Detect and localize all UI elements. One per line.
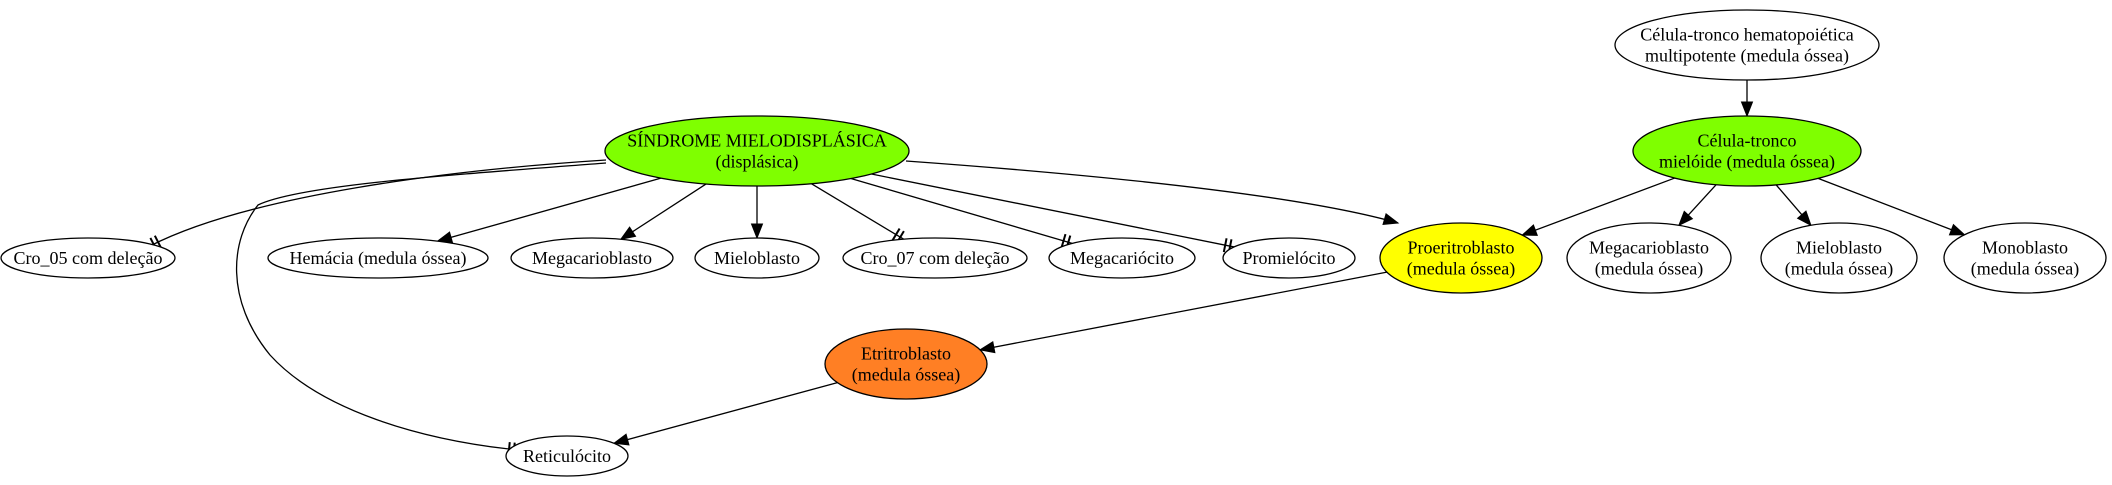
edge-proeritroblasto-to-eritroblasto-line xyxy=(979,271,1388,351)
edge-multipotente-to-mieloide xyxy=(1740,80,1754,118)
node-reticulocito-ellipse xyxy=(505,435,629,477)
node-hemacia-ellipse xyxy=(267,237,489,279)
node-eritroblasto-label-2: (medula óssea) xyxy=(852,365,960,386)
node-cro07-ellipse xyxy=(842,237,1028,279)
node-mieloblasto2-label-1: Mieloblasto xyxy=(1796,238,1882,258)
edge-sindrome-to-cro07-line xyxy=(811,183,905,240)
edge-sindrome-to-megacarioblasto1-line xyxy=(620,183,707,240)
edge-mieloide-to-megacarioblasto2-arrowhead xyxy=(1677,210,1694,227)
edge-eritroblasto-to-reticulocito-arrowhead xyxy=(612,433,630,446)
node-sindrome-label-2: (displásica) xyxy=(716,152,799,173)
edge-mieloide-to-proeritroblasto-arrowhead xyxy=(1520,224,1539,236)
node-cro05-ellipse xyxy=(0,237,176,279)
edge-sindrome-to-cro07 xyxy=(811,183,905,244)
node-proeritroblasto-label-1: Proeritroblasto xyxy=(1408,238,1515,258)
edge-sindrome-to-reticulocito xyxy=(235,162,607,457)
node-megacarioblasto2-label-1: Megacarioblasto xyxy=(1589,238,1709,258)
edge-proeritroblasto-to-eritroblasto-arrowhead xyxy=(978,341,996,354)
edge-eritroblasto-to-reticulocito-line xyxy=(613,381,838,444)
edge-sindrome-to-megacarioblasto1 xyxy=(619,183,707,241)
edge-mieloide-to-mieloblasto2-arrowhead xyxy=(1796,210,1812,227)
node-mieloblasto1: Mieloblasto xyxy=(694,237,820,279)
edge-sindrome-to-proeritroblasto-arrowhead xyxy=(1382,213,1400,226)
edge-sindrome-to-hemacia-line xyxy=(437,177,662,242)
node-eritroblasto-ellipse xyxy=(824,328,988,400)
node-mieloide-label-1: Célula-tronco xyxy=(1698,131,1797,151)
node-multipotente-ellipse xyxy=(1614,9,1880,81)
node-multipotente-label-2: multipotente (medula óssea) xyxy=(1645,46,1849,67)
edge-sindrome-to-megacariocito-line xyxy=(850,177,1073,245)
edge-mieloide-to-mieloblasto2 xyxy=(1775,184,1812,227)
node-mieloblasto2: Mieloblasto(medula óssea) xyxy=(1760,222,1918,294)
node-megacariocito: Megacariócito xyxy=(1048,237,1196,279)
node-sindrome-label-1: SÍNDROME MIELODISPLÁSICA xyxy=(627,130,887,151)
edge-sindrome-to-proeritroblasto-line xyxy=(905,160,1399,224)
node-reticulocito: Reticulócito xyxy=(505,435,629,477)
edge-sindrome-to-megacariocito-tee-bar-2 xyxy=(1060,233,1067,248)
edge-sindrome-to-hemacia xyxy=(436,177,662,244)
node-megacariocito-label-1: Megacariócito xyxy=(1070,248,1174,268)
node-megacarioblasto2: Megacarioblasto(medula óssea) xyxy=(1566,222,1732,294)
edge-sindrome-to-cro07-tee-bar-2 xyxy=(891,228,901,242)
node-promielocito-ellipse xyxy=(1222,237,1356,279)
node-megacarioblasto2-ellipse xyxy=(1566,222,1732,294)
edge-sindrome-to-mieloblasto1-arrowhead xyxy=(750,223,764,240)
edge-sindrome-to-cro05 xyxy=(149,159,607,251)
edge-sindrome-to-cro05-line xyxy=(149,159,607,247)
node-mieloide-label-2: mielóide (medula óssea) xyxy=(1659,152,1835,173)
edge-sindrome-to-mieloblasto1 xyxy=(750,186,764,240)
node-monoblasto-label-1: Monoblasto xyxy=(1982,238,2068,258)
edge-proeritroblasto-to-eritroblasto xyxy=(978,271,1388,354)
node-megacarioblasto2-label-2: (medula óssea) xyxy=(1595,259,1703,280)
edge-sindrome-to-promielocito-tee-bar-2 xyxy=(1222,238,1228,253)
node-cro07-label-1: Cro_07 com deleção xyxy=(861,248,1010,268)
edge-sindrome-to-megacarioblasto1-arrowhead xyxy=(619,226,637,241)
node-megacarioblasto1: Megacarioblasto xyxy=(510,237,674,279)
nodes-layer: Célula-tronco hematopoiéticamultipotente… xyxy=(0,9,2107,477)
node-proeritroblasto-ellipse xyxy=(1379,222,1543,294)
edge-mieloide-to-megacarioblasto2 xyxy=(1677,184,1717,227)
node-hemacia: Hemácia (medula óssea) xyxy=(267,237,489,279)
edge-mieloide-to-monoblasto-arrowhead xyxy=(1948,223,1966,236)
edge-sindrome-to-cro05-tee-bar-2 xyxy=(153,235,163,249)
node-mieloblasto2-ellipse xyxy=(1760,222,1918,294)
node-megacarioblasto1-ellipse xyxy=(510,237,674,279)
node-megacariocito-ellipse xyxy=(1048,237,1196,279)
node-eritroblasto: Etritroblasto(medula óssea) xyxy=(824,328,988,400)
node-monoblasto-label-2: (medula óssea) xyxy=(1971,259,2079,280)
edge-mieloide-to-proeritroblasto xyxy=(1520,177,1675,236)
node-proeritroblasto-label-2: (medula óssea) xyxy=(1407,259,1515,280)
node-sindrome: SÍNDROME MIELODISPLÁSICA(displásica) xyxy=(604,115,910,187)
node-promielocito: Promielócito xyxy=(1222,237,1356,279)
edge-sindrome-to-reticulocito-line xyxy=(235,162,607,451)
node-proeritroblasto: Proeritroblasto(medula óssea) xyxy=(1379,222,1543,294)
node-reticulocito-label-1: Reticulócito xyxy=(523,446,611,466)
node-mieloblasto1-label-1: Mieloblasto xyxy=(714,248,800,268)
node-monoblasto: Monoblasto(medula óssea) xyxy=(1943,222,2107,294)
node-hemacia-label-1: Hemácia (medula óssea) xyxy=(290,248,467,269)
edge-mieloide-to-monoblasto-line xyxy=(1817,177,1965,236)
node-multipotente-label-1: Célula-tronco hematopoiética xyxy=(1640,25,1853,45)
edge-sindrome-to-proeritroblasto xyxy=(905,160,1400,226)
node-megacarioblasto1-label-1: Megacarioblasto xyxy=(532,248,652,268)
node-monoblasto-ellipse xyxy=(1943,222,2107,294)
edges-layer xyxy=(149,80,1966,457)
edge-eritroblasto-to-reticulocito xyxy=(612,381,838,446)
node-mieloblasto1-ellipse xyxy=(694,237,820,279)
node-promielocito-label-1: Promielócito xyxy=(1243,248,1336,268)
node-mieloide-ellipse xyxy=(1632,115,1862,187)
node-cro05-label-1: Cro_05 com deleção xyxy=(14,248,163,268)
node-cro05: Cro_05 com deleção xyxy=(0,237,176,279)
node-eritroblasto-label-1: Etritroblasto xyxy=(861,344,951,364)
node-sindrome-ellipse xyxy=(604,115,910,187)
node-multipotente: Célula-tronco hematopoiéticamultipotente… xyxy=(1614,9,1880,81)
edge-multipotente-to-mieloide-arrowhead xyxy=(1740,101,1754,118)
node-mieloblasto2-label-2: (medula óssea) xyxy=(1785,259,1893,280)
edge-mieloide-to-monoblasto xyxy=(1817,177,1966,236)
edge-sindrome-to-promielocito-line xyxy=(871,173,1235,248)
node-cro07: Cro_07 com deleção xyxy=(842,237,1028,279)
edge-mieloide-to-proeritroblasto-line xyxy=(1522,177,1675,236)
